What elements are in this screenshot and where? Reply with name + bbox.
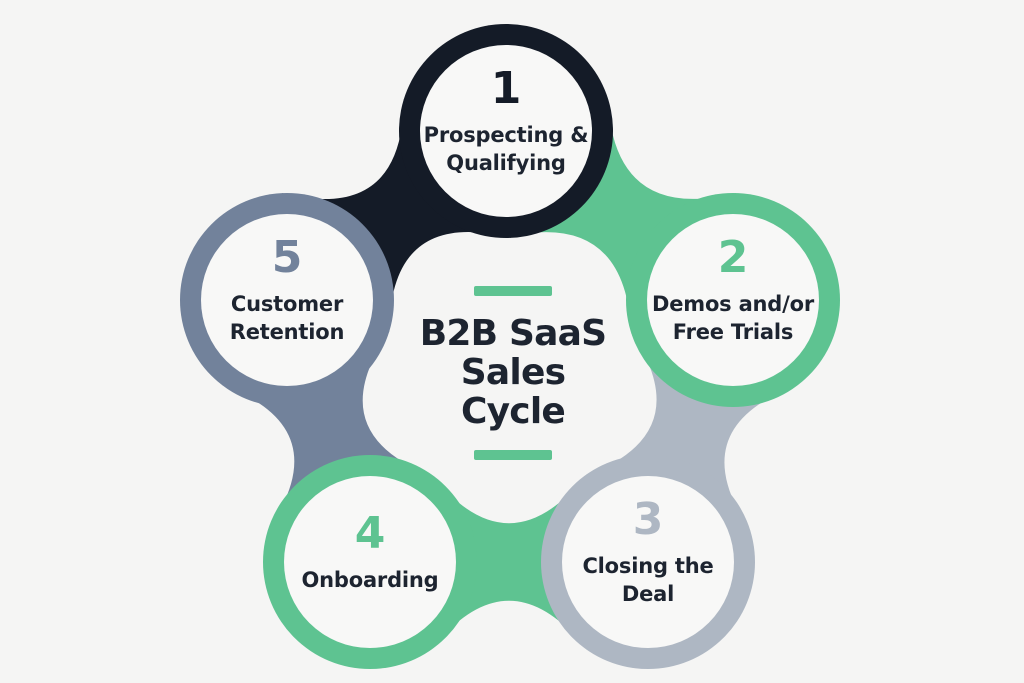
stage-4-inner-circle (284, 476, 456, 648)
connector-4-to-3 (431, 474, 587, 650)
dash-top-decoration (474, 286, 552, 296)
stage-1-inner-circle (420, 45, 592, 217)
stage-2-inner-circle (647, 214, 819, 386)
center-title-block: B2B SaaS Sales Cycle (403, 286, 623, 460)
connector-1-to-5 (282, 99, 511, 332)
diagram-title: B2B SaaS Sales Cycle (419, 313, 607, 432)
stage-5-inner-circle (201, 214, 373, 386)
dash-bottom-decoration (474, 450, 552, 460)
stage-3-inner-circle (562, 476, 734, 648)
connector-2-to-1 (502, 97, 737, 334)
